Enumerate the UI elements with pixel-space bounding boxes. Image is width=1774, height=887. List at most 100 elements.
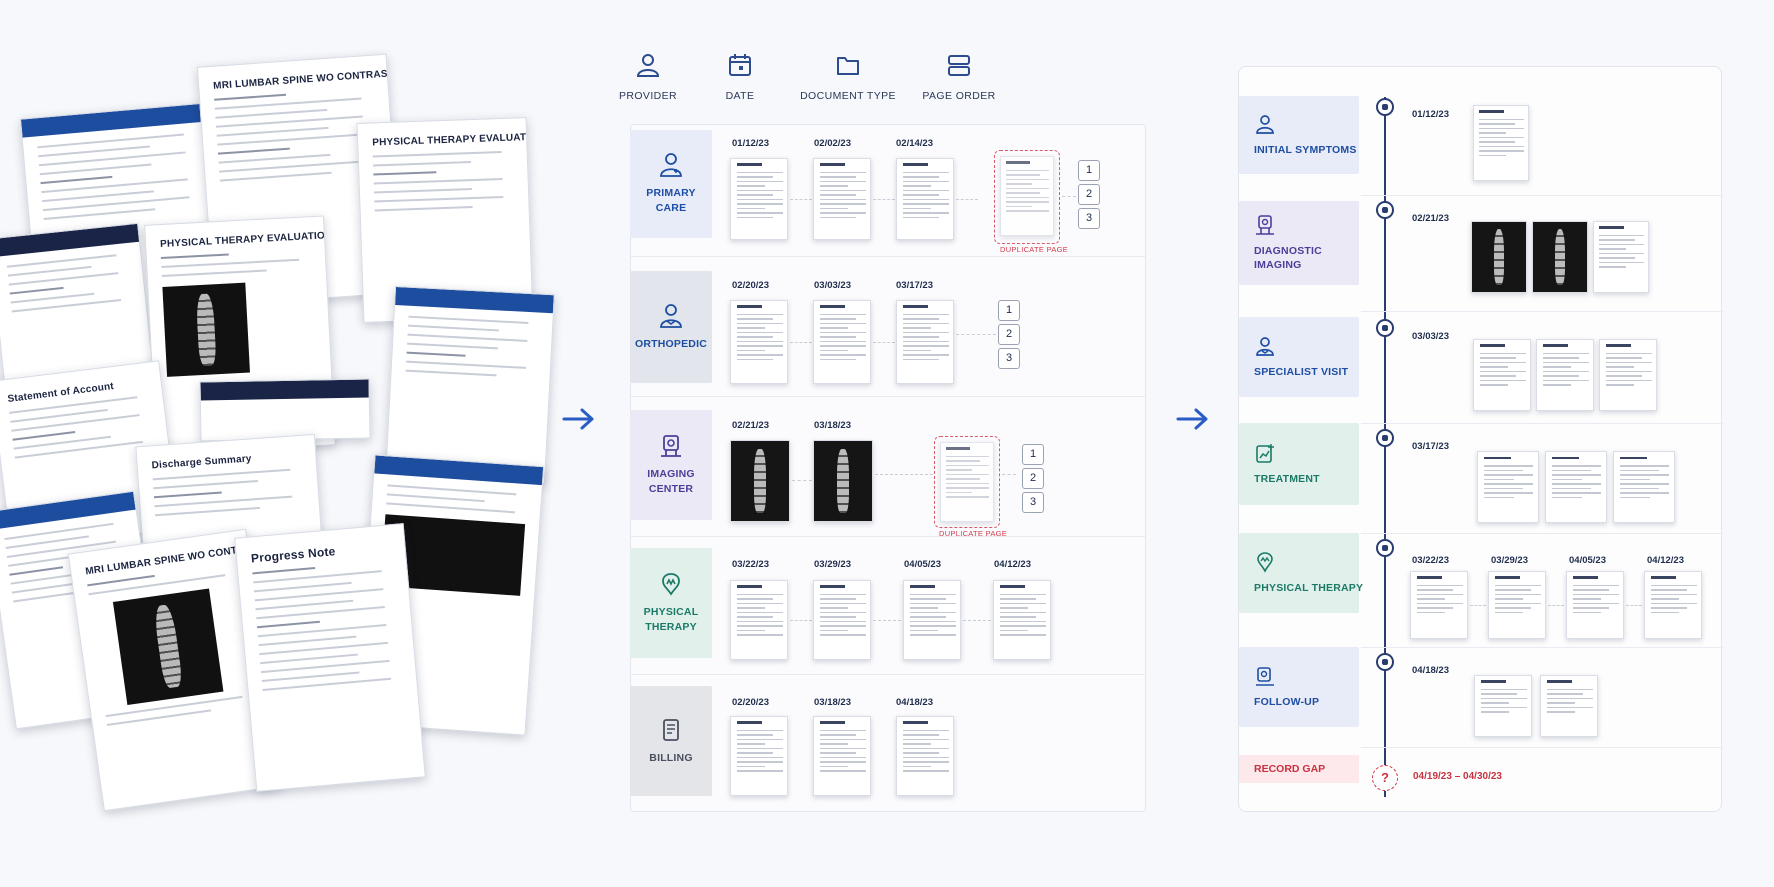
- page-number[interactable]: 1: [1022, 444, 1044, 465]
- document-title: PHYSICAL THERAPY EVALUATION: [159, 230, 333, 251]
- stack-icon: [948, 55, 970, 76]
- chronological-timeline-panel: INITIAL SYMPTOMS 01/12/23 DIAGNOSTIC IMA…: [1238, 66, 1723, 812]
- page-number[interactable]: 1: [1078, 160, 1100, 181]
- document-thumbnail[interactable]: [1474, 675, 1532, 737]
- stage-label: TREATMENT: [1254, 473, 1320, 485]
- document-thumbnail[interactable]: [1644, 571, 1702, 639]
- right-arrow-icon: [1176, 408, 1208, 430]
- duplicate-page-label: DUPLICATE PAGE: [1000, 245, 1069, 254]
- document-thumbnail[interactable]: [1593, 221, 1649, 293]
- timeline-stage-diagnostic-imaging: DIAGNOSTIC IMAGING: [1239, 201, 1359, 285]
- sorted-by-provider-panel: [630, 124, 1146, 812]
- document-sheet: Progress Note: [234, 523, 426, 792]
- document-thumbnail[interactable]: [896, 158, 954, 240]
- document-thumbnail[interactable]: [993, 580, 1051, 660]
- provider-label: PROVIDER: [618, 90, 678, 102]
- document-thumbnail[interactable]: [1477, 451, 1539, 523]
- right-arrow-icon: [562, 408, 594, 430]
- sort-page-order: PAGE ORDER: [899, 52, 1019, 104]
- timeline-node[interactable]: [1376, 201, 1394, 219]
- mri-scan-thumbnail[interactable]: [730, 440, 790, 522]
- duplicate-page-label: DUPLICATE PAGE: [939, 529, 1008, 538]
- record-gap-badge: RECORD GAP: [1239, 755, 1359, 783]
- document-thumbnail[interactable]: [730, 716, 788, 796]
- document-thumbnail[interactable]: [940, 442, 994, 522]
- document-thumbnail[interactable]: [1410, 571, 1468, 639]
- stage-date: 04/05/23: [1569, 555, 1606, 566]
- document-thumbnail[interactable]: [1566, 571, 1624, 639]
- document-thumbnail[interactable]: [813, 158, 871, 240]
- page-number[interactable]: 3: [1022, 492, 1044, 513]
- page-number[interactable]: 1: [998, 300, 1020, 321]
- category-label: PRIMARY CARE: [646, 187, 696, 214]
- scanner-icon: [1256, 215, 1274, 235]
- document-thumbnail[interactable]: [813, 580, 871, 660]
- page-number[interactable]: 2: [1022, 468, 1044, 489]
- page-number[interactable]: 2: [1078, 184, 1100, 205]
- scanner-icon: [661, 435, 681, 457]
- person-icon: [636, 54, 660, 77]
- document-date: 03/22/23: [732, 559, 769, 570]
- doctor-icon: [1256, 337, 1274, 356]
- timeline-node[interactable]: [1376, 98, 1394, 116]
- document-thumbnail[interactable]: [1540, 675, 1598, 737]
- page-number[interactable]: 3: [1078, 208, 1100, 229]
- document-thumbnail[interactable]: [1488, 571, 1546, 639]
- folder-icon: [837, 57, 859, 75]
- timeline-node[interactable]: [1376, 539, 1394, 557]
- document-thumbnail[interactable]: [1536, 339, 1594, 411]
- document-thumbnail[interactable]: [896, 300, 954, 384]
- stage-date: 03/22/23: [1412, 555, 1449, 566]
- document-thumbnail[interactable]: [1613, 451, 1675, 523]
- document-thumbnail[interactable]: [730, 580, 788, 660]
- doctor-icon: [660, 303, 682, 328]
- document-thumbnail[interactable]: [903, 580, 961, 660]
- document-thumbnail[interactable]: [730, 300, 788, 384]
- timeline-node[interactable]: [1376, 653, 1394, 671]
- document-thumbnail[interactable]: [1473, 105, 1529, 181]
- category-primary-care: PRIMARY CARE: [630, 130, 712, 238]
- stage-label: DIAGNOSTIC IMAGING: [1254, 245, 1322, 271]
- document-sheet: [199, 378, 371, 442]
- document-thumbnail[interactable]: [813, 300, 871, 384]
- page-order-label: PAGE ORDER: [922, 90, 996, 102]
- document-thumbnail[interactable]: [1599, 339, 1657, 411]
- page-number[interactable]: 2: [998, 324, 1020, 345]
- document-date: 03/18/23: [814, 420, 851, 431]
- document-type-label: DOCUMENT TYPE: [800, 90, 896, 102]
- timeline-axis: [1384, 97, 1386, 797]
- document-date: 04/18/23: [896, 697, 933, 708]
- provider-rows: PRIMARY CARE 01/12/23 02/02/23 02/14/23 …: [630, 124, 1146, 812]
- document-date: 02/21/23: [732, 420, 769, 431]
- page-number[interactable]: 3: [998, 348, 1020, 369]
- stage-date: 04/12/23: [1647, 555, 1684, 566]
- document-date: 02/20/23: [732, 697, 769, 708]
- timeline-node[interactable]: [1376, 319, 1394, 337]
- category-physical-therapy: PHYSICAL THERAPY: [630, 548, 712, 658]
- document-thumbnail[interactable]: [1545, 451, 1607, 523]
- stage-date: 03/03/23: [1412, 331, 1449, 342]
- question-mark-icon[interactable]: ?: [1372, 765, 1398, 791]
- document-date: 03/17/23: [896, 280, 933, 291]
- document-thumbnail[interactable]: [1473, 339, 1531, 411]
- document-sheet: [385, 285, 555, 485]
- document-date: 02/14/23: [896, 138, 933, 149]
- stage-date: 03/29/23: [1491, 555, 1528, 566]
- document-thumbnail[interactable]: [730, 158, 788, 240]
- duplicate-page-marker[interactable]: [934, 436, 1000, 528]
- document-thumbnail[interactable]: [813, 716, 871, 796]
- category-orthopedic: ORTHOPEDIC: [630, 271, 712, 383]
- timeline-stage-follow-up: FOLLOW-UP: [1239, 647, 1359, 727]
- timeline-stage-physical-therapy: PHYSICAL THERAPY: [1239, 533, 1363, 613]
- duplicate-page-marker[interactable]: [994, 150, 1060, 244]
- physio-icon: [662, 573, 680, 596]
- document-thumbnail[interactable]: [1000, 156, 1054, 236]
- document-thumbnail[interactable]: [896, 716, 954, 796]
- mri-scan-thumbnail[interactable]: [1532, 221, 1588, 293]
- mri-scan-thumbnail[interactable]: [813, 440, 873, 522]
- timeline-node[interactable]: [1376, 429, 1394, 447]
- category-label: ORTHOPEDIC: [634, 337, 707, 350]
- document-date: 02/20/23: [732, 280, 769, 291]
- document-title: PHYSICAL THERAPY EVALUATION: [372, 131, 534, 149]
- mri-scan-thumbnail[interactable]: [1471, 221, 1527, 293]
